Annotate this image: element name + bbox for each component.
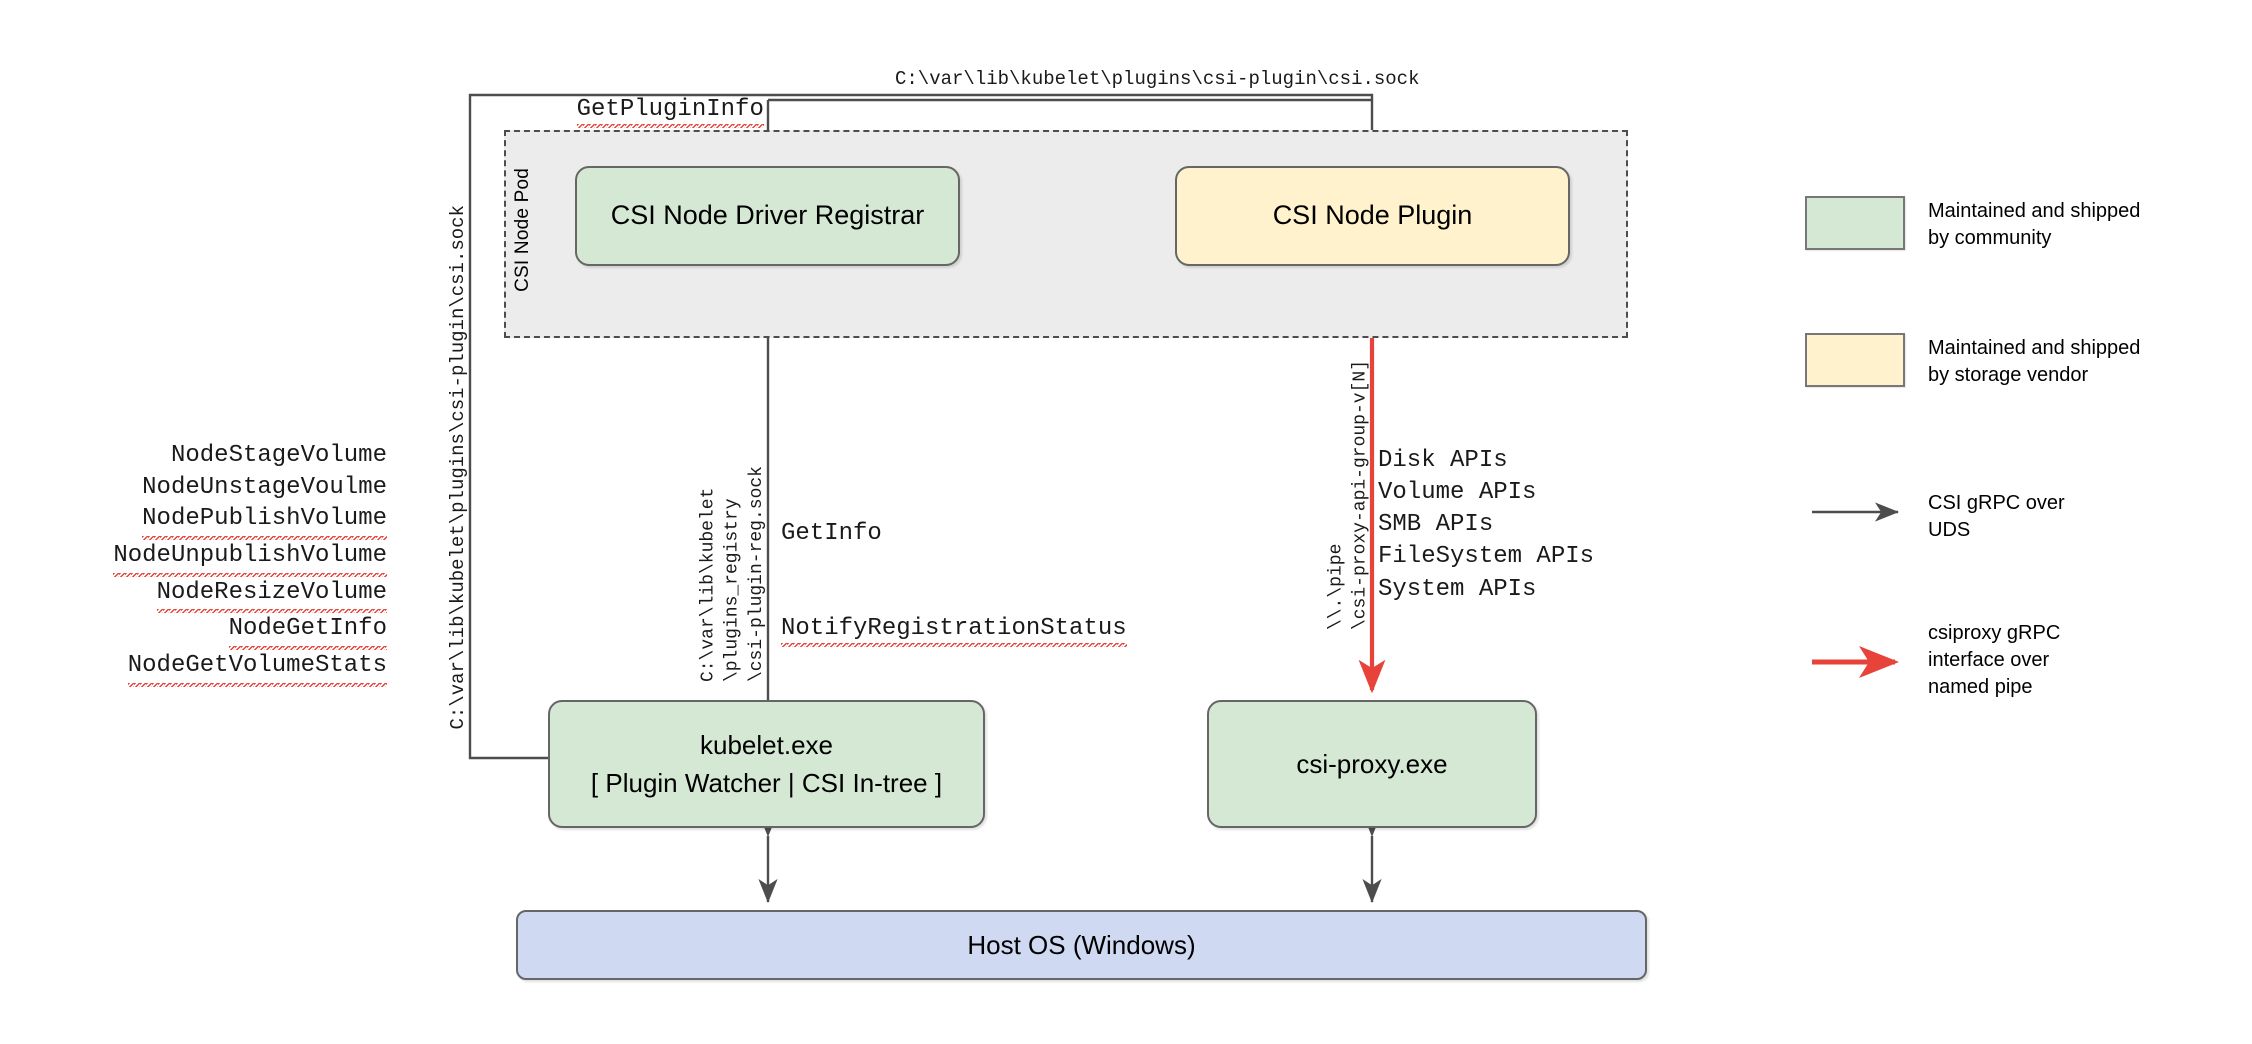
node-kubelet-exe[interactable]: kubelet.exe [ Plugin Watcher | CSI In-tr… xyxy=(548,700,985,828)
named-pipe-path-line-1: \\.\pipe xyxy=(1326,543,1347,631)
csi-proxy-api-item: Disk APIs xyxy=(1378,447,1508,474)
node-csi-node-plugin-label: CSI Node Plugin xyxy=(1272,200,1473,231)
node-service-api-label: NodeGetVolumeStats xyxy=(127,650,387,687)
csi-proxy-api-item: Volume APIs xyxy=(1378,479,1537,507)
node-service-api-item: NodePublishVolume xyxy=(107,503,387,541)
annotation-get-plugin-info-text: GetPluginInfo xyxy=(576,95,764,128)
annotation-csi-socket-path: C:\var\lib\kubelet\plugins\csi-plugin\cs… xyxy=(895,68,1420,90)
legend-label-csiproxy-arrow: csiproxy gRPC interface over named pipe xyxy=(1928,622,2061,698)
annotation-left-socket-path: C:\var\lib\kubelet\plugins\csi-plugin\cs… xyxy=(447,205,469,730)
node-host-os[interactable]: Host OS (Windows) xyxy=(516,910,1647,980)
registration-socket-path-line-3: \csi-plugin-reg.sock xyxy=(746,466,767,683)
node-service-api-item: NodeStageVolume xyxy=(107,440,387,472)
csi-proxy-api-item: System APIs xyxy=(1378,575,1537,603)
node-service-api-item: NodeGetVolumeStats xyxy=(107,650,387,687)
node-kubelet-subtitle: [ Plugin Watcher | CSI In-tree ] xyxy=(590,768,943,798)
legend-swatch-vendor xyxy=(1805,333,1905,387)
node-service-api-label: NodeResizeVolume xyxy=(156,576,387,614)
node-service-api-label: NodeStageVolume xyxy=(170,442,387,469)
node-csi-proxy-label: csi-proxy.exe xyxy=(1296,748,1448,779)
registration-socket-path-line-1: C:\var\lib\kubelet xyxy=(698,487,719,683)
csi-proxy-api-item: SMB APIs xyxy=(1378,511,1494,539)
annotation-get-info: GetInfo xyxy=(781,520,882,548)
node-csi-node-plugin[interactable]: CSI Node Plugin xyxy=(1175,166,1570,266)
legend-swatch-community xyxy=(1805,196,1905,250)
legend-label-vendor: Maintained and shipped by storage vendor xyxy=(1928,337,2141,386)
node-service-api-label: NodeUnstageVoulme xyxy=(142,473,387,501)
node-host-os-label: Host OS (Windows) xyxy=(967,929,1196,960)
registration-socket-path-line-2: \plugins_registry xyxy=(722,498,743,683)
legend-label-uds-arrow: CSI gRPC over UDS xyxy=(1928,492,2065,541)
annotation-get-plugin-info: GetPluginInfo xyxy=(519,62,764,157)
node-service-api-label: NodePublishVolume xyxy=(142,503,387,541)
node-service-api-item: NodeGetInfo xyxy=(107,613,387,651)
node-csi-node-driver-registrar-label: CSI Node Driver Registrar xyxy=(610,200,925,231)
node-kubelet-title: kubelet.exe xyxy=(700,729,833,760)
annotation-notify-registration-status: NotifyRegistrationStatus xyxy=(781,615,1127,648)
csi-node-pod-label: CSI Node Pod xyxy=(512,168,533,292)
csi-proxy-api-item: FileSystem APIs xyxy=(1378,543,1595,571)
node-service-api-label: NodeUnpublishVolume xyxy=(113,540,387,577)
node-csi-proxy-exe[interactable]: csi-proxy.exe xyxy=(1207,700,1537,828)
edge-get-plugin-info xyxy=(468,93,1382,760)
node-service-api-label: NodeGetInfo xyxy=(228,613,387,651)
node-service-api-item: NodeUnstageVoulme xyxy=(107,472,387,504)
node-service-api-item: NodeUnpublishVolume xyxy=(107,540,387,577)
annotation-registration-calls: GetInfo NotifyRegistrationStatus xyxy=(781,455,1127,708)
node-csi-node-driver-registrar[interactable]: CSI Node Driver Registrar xyxy=(575,166,960,266)
named-pipe-path-line-2: \csi-proxy-api-group-v[N] xyxy=(1350,360,1371,631)
node-service-api-item: NodeResizeVolume xyxy=(107,576,387,614)
legend-label-community: Maintained and shipped by community xyxy=(1928,200,2141,249)
annotation-registration-socket-path: C:\var\lib\kubelet \plugins_registry \cs… xyxy=(672,466,793,725)
